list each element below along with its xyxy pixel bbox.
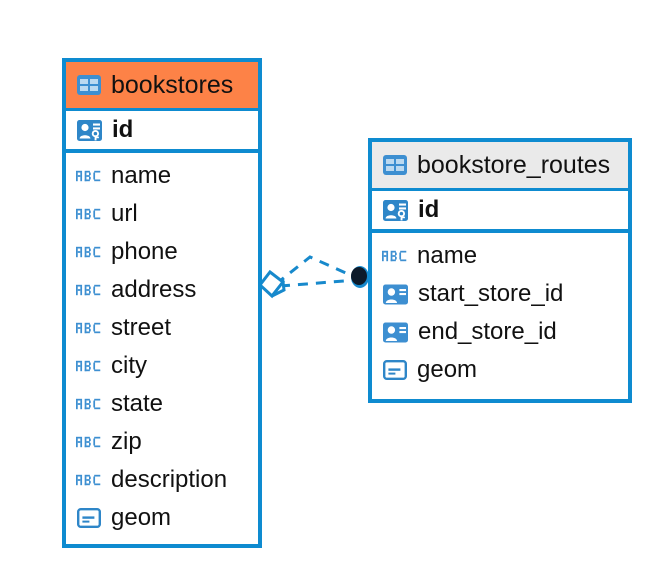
field-label: phone: [111, 238, 178, 265]
field-row[interactable]: zip: [66, 423, 258, 461]
table-bookstores[interactable]: bookstores id name url phone address street c…: [62, 58, 262, 548]
field-label: id: [112, 116, 134, 143]
table-name: bookstores: [111, 70, 234, 99]
field-row[interactable]: url: [66, 195, 258, 233]
geometry-icon: [383, 359, 408, 381]
abc-icon: [76, 208, 101, 220]
abc-icon: [76, 398, 101, 410]
foreign-key-icon: [383, 322, 408, 342]
field-label: state: [111, 390, 164, 417]
field-row[interactable]: geom: [372, 351, 628, 389]
abc-icon: [76, 436, 101, 448]
field-label: geom: [111, 504, 172, 531]
field-label: description: [111, 466, 228, 493]
field-row[interactable]: name: [372, 237, 628, 275]
table-icon: [77, 75, 101, 95]
relationship-line-upper: [275, 255, 358, 286]
field-row[interactable]: phone: [66, 233, 258, 271]
abc-icon: [76, 322, 101, 334]
field-label: name: [417, 242, 478, 269]
field-list-bookstores: name url phone address street city state zip des…: [66, 153, 258, 543]
foreign-key-icon: [383, 284, 408, 304]
diamond-marker: [257, 269, 286, 299]
field-label: address: [111, 276, 197, 303]
primary-key-section: id: [372, 188, 628, 233]
field-label: name: [111, 162, 172, 189]
abc-icon: [76, 474, 101, 486]
field-label: zip: [111, 428, 142, 455]
abc-icon: [382, 250, 407, 262]
field-row-primary-key[interactable]: id: [372, 191, 628, 229]
field-row[interactable]: start_store_id: [372, 275, 628, 313]
field-label: id: [418, 196, 440, 223]
field-row-primary-key[interactable]: id: [66, 111, 258, 149]
table-header[interactable]: bookstore_routes: [372, 142, 628, 188]
field-label: end_store_id: [418, 318, 557, 345]
field-row[interactable]: street: [66, 309, 258, 347]
field-row[interactable]: geom: [66, 499, 258, 537]
abc-icon: [76, 170, 101, 182]
table-header[interactable]: bookstores: [66, 62, 258, 108]
field-row[interactable]: description: [66, 461, 258, 499]
field-label: city: [111, 352, 147, 379]
primary-key-icon: [383, 199, 408, 221]
field-row[interactable]: address: [66, 271, 258, 309]
table-icon: [383, 155, 407, 175]
field-row[interactable]: end_store_id: [372, 313, 628, 351]
primary-key-section: id: [66, 108, 258, 153]
primary-key-icon: [77, 119, 102, 141]
field-label: street: [111, 314, 172, 341]
table-name: bookstore_routes: [417, 150, 611, 179]
filled-circle-marker: [351, 266, 369, 288]
abc-icon: [76, 284, 101, 296]
field-row[interactable]: city: [66, 347, 258, 385]
relationship-line-lower: [279, 278, 358, 288]
field-label: url: [111, 200, 138, 227]
geometry-icon: [77, 507, 102, 529]
abc-icon: [76, 246, 101, 258]
field-row[interactable]: name: [66, 157, 258, 195]
field-label: start_store_id: [418, 280, 564, 307]
field-row[interactable]: state: [66, 385, 258, 423]
abc-icon: [76, 360, 101, 372]
field-label: geom: [417, 356, 478, 383]
